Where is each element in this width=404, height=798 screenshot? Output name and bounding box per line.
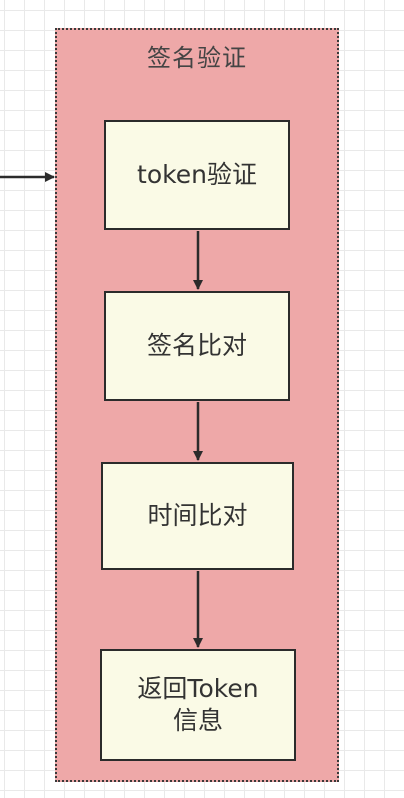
node-time-compare[interactable]: 时间比对 [101,462,294,570]
node-sign-compare[interactable]: 签名比对 [104,291,290,401]
node-return-token[interactable]: 返回Token 信息 [100,649,296,761]
node-label-line-2: 信息 [172,706,223,735]
node-label-line-1: 返回Token [137,673,259,703]
node-label: 签名比对 [146,330,247,360]
node-label: 时间比对 [147,500,248,530]
group-title: 签名验证 [147,44,247,72]
node-label: token验证 [137,159,257,189]
node-token-verify[interactable]: token验证 [104,120,290,230]
node-label-wrap: 返回Token 信息 [137,673,258,738]
